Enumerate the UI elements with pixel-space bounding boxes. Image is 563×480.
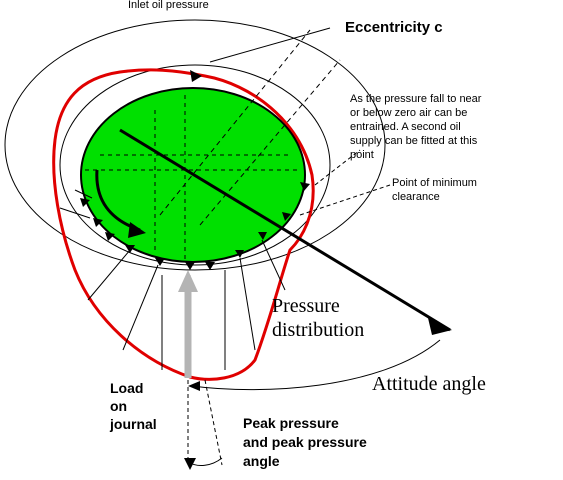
load-on-journal-label: Load on journal [109,380,157,432]
pressure-arrowheads [80,70,310,270]
load-arrowhead [178,270,198,292]
svg-text:clearance: clearance [392,191,440,203]
air-entrainment-note: As the pressure fall to near or below ze… [350,93,482,161]
eccentricity-label: Eccentricity c [345,19,443,36]
peak-pressure-label: Peak pressure and peak pressure angle [243,415,367,469]
pressure-distribution-label: Pressure distribution [272,295,364,341]
peak-angle-arrowhead [184,458,196,470]
svg-text:Point of minimum: Point of minimum [392,177,477,189]
attitude-angle-arc [191,339,441,391]
bearing-outer-circle [4,19,386,271]
svg-text:As the pressure fall to near: As the pressure fall to near [350,93,482,105]
attitude-line [119,128,451,332]
eccentricity-dashed-line-1 [159,29,311,216]
attitude-angle-arrowhead [188,381,200,391]
svg-text:distribution: distribution [272,319,364,341]
inlet-oil-pressure-label: Inlet oil pressure [128,0,209,11]
svg-text:Peak pressure: Peak pressure [243,415,339,431]
svg-text:or below zero air can be: or below zero air can be [350,107,467,119]
attitude-line-arrowhead [428,318,452,335]
bearing-inner-circle [59,64,331,266]
attitude-angle-label: Attitude angle [372,373,486,395]
svg-text:on: on [110,398,127,414]
svg-text:journal: journal [109,416,157,432]
rotation-arrowhead [128,222,146,238]
peak-angle-slanted-line [204,379,223,466]
svg-text:point: point [350,149,374,161]
note-leader-line-2 [299,184,391,216]
svg-text:Pressure: Pressure [272,295,340,317]
pressure-distribution-curve [52,68,315,381]
svg-text:angle: angle [243,453,280,469]
note-leader-line-1 [314,149,361,186]
svg-text:Load: Load [110,380,143,396]
minimum-clearance-label: Point of minimum clearance [392,177,477,203]
eccentricity-dashed-line-2 [199,59,341,226]
eccentricity-leader-line [209,27,331,63]
svg-text:supply can be fitted at this: supply can be fitted at this [350,135,478,147]
svg-text:and peak pressure: and peak pressure [243,434,367,450]
svg-text:entrained. A second oil: entrained. A second oil [350,121,461,133]
